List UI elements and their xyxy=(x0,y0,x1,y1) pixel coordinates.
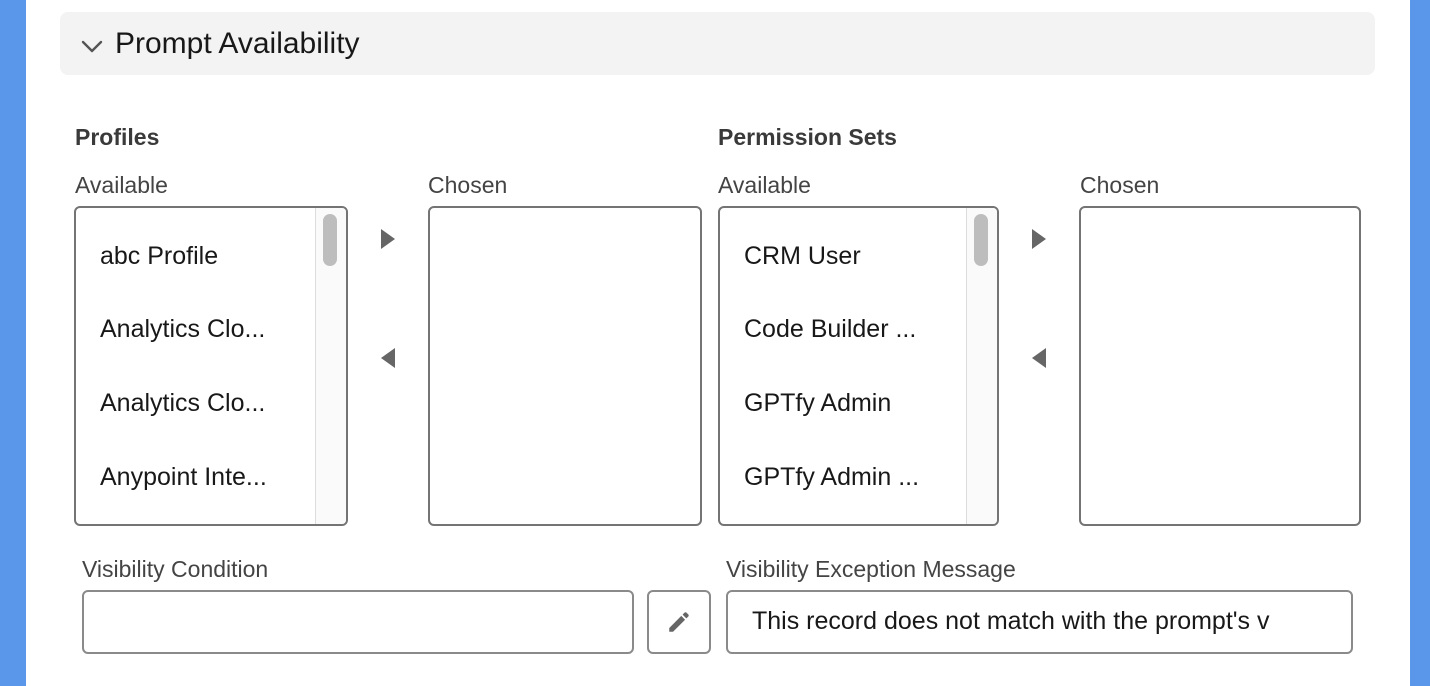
profiles-scrollbar[interactable] xyxy=(315,208,346,524)
profiles-chosen-label: Chosen xyxy=(428,172,508,198)
profiles-title: Profiles xyxy=(75,124,160,150)
visibility-exception-label: Visibility Exception Message xyxy=(726,556,1016,582)
triangle-right-icon[interactable] xyxy=(1030,228,1048,250)
permission-sets-available-label: Available xyxy=(718,172,811,198)
visibility-condition-label: Visibility Condition xyxy=(82,556,269,582)
visibility-exception-input[interactable]: This record does not match with the prom… xyxy=(726,590,1353,654)
profiles-available-label: Available xyxy=(75,172,168,198)
list-item[interactable]: GPTfy Admin xyxy=(744,389,892,417)
visibility-condition-input[interactable] xyxy=(82,590,634,654)
permission-sets-available-listbox[interactable]: CRM User Code Builder ... GPTfy Admin GP… xyxy=(718,206,999,526)
permission-sets-scrollbar[interactable] xyxy=(966,208,997,524)
triangle-right-icon[interactable] xyxy=(379,228,397,250)
modal-panel: Prompt Availability Profiles Available C… xyxy=(26,0,1410,686)
chevron-down-icon[interactable] xyxy=(80,34,104,58)
background-right-edge xyxy=(1410,0,1430,686)
triangle-left-icon[interactable] xyxy=(1030,347,1048,369)
edit-condition-button[interactable] xyxy=(647,590,711,654)
section-title: Prompt Availability xyxy=(115,27,360,60)
list-item[interactable]: Analytics Clo... xyxy=(100,389,266,417)
list-item[interactable]: Anypoint Inte... xyxy=(100,463,267,491)
section-header-prompt-availability[interactable]: Prompt Availability xyxy=(60,12,1375,75)
list-item[interactable]: CRM User xyxy=(744,242,861,270)
background-left-edge xyxy=(0,0,26,686)
scrollbar-thumb[interactable] xyxy=(323,214,337,266)
list-item[interactable]: GPTfy Admin ... xyxy=(744,463,920,491)
pencil-icon xyxy=(669,612,689,632)
list-item[interactable]: Code Builder ... xyxy=(744,315,917,343)
scrollbar-thumb[interactable] xyxy=(974,214,988,266)
profiles-chosen-listbox[interactable] xyxy=(428,206,702,526)
permission-sets-chosen-label: Chosen xyxy=(1080,172,1160,198)
list-item[interactable]: abc Profile xyxy=(100,242,219,270)
triangle-left-icon[interactable] xyxy=(379,347,397,369)
list-item[interactable]: Analytics Clo... xyxy=(100,315,266,343)
permission-sets-chosen-listbox[interactable] xyxy=(1079,206,1361,526)
profiles-available-listbox[interactable]: abc Profile Analytics Clo... Analytics C… xyxy=(74,206,348,526)
permission-sets-title: Permission Sets xyxy=(718,124,897,150)
